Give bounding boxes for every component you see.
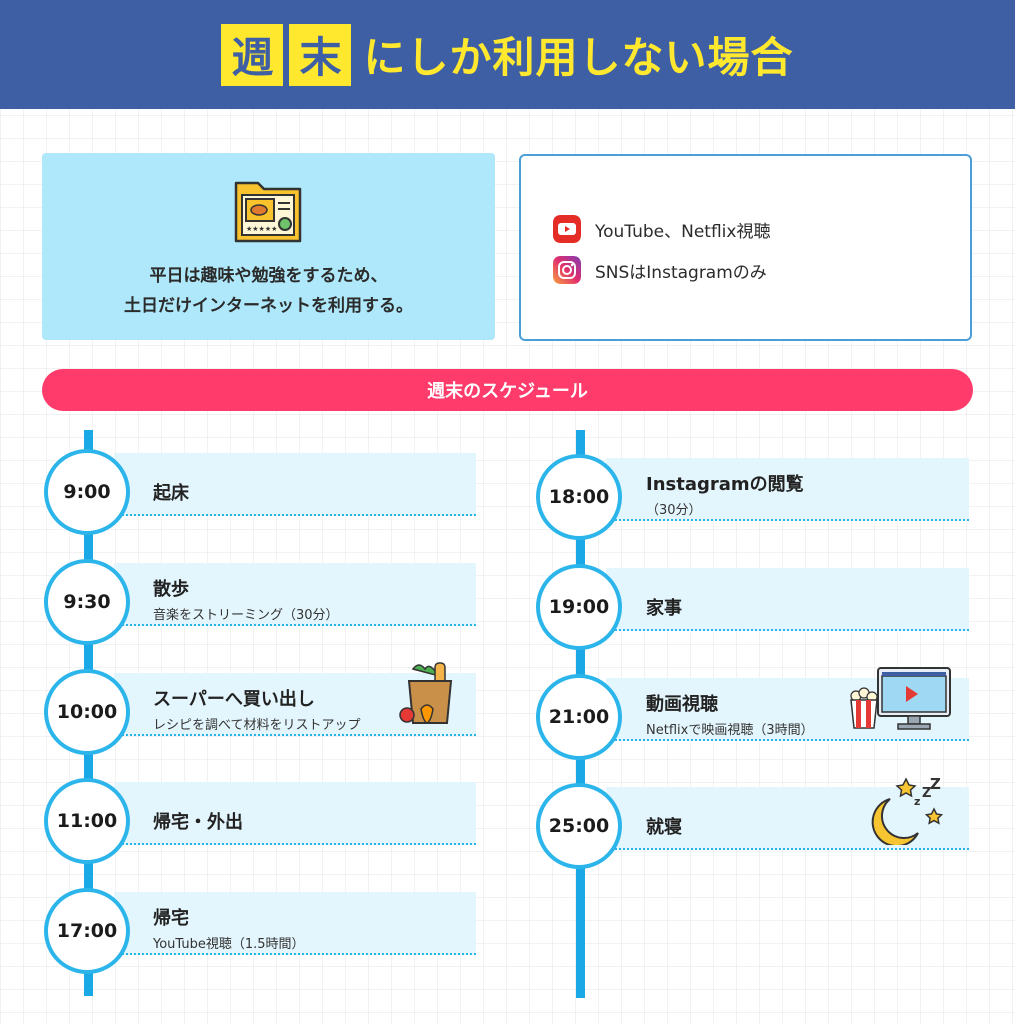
item-subtitle: Netflixで映画視聴（3時間） <box>646 723 814 738</box>
header-banner: 週 末 にしか利用しない場合 <box>0 0 1015 109</box>
item-title: スーパーへ買い出し <box>153 689 315 710</box>
item-title: 帰宅 <box>153 908 189 929</box>
time-circle: 11:00 <box>44 778 130 864</box>
schedule-item-1900: 19:00 家事 <box>536 564 972 652</box>
grocery-bag-icon <box>399 662 453 724</box>
item-title: 起床 <box>153 483 189 504</box>
time-circle: 9:00 <box>44 449 130 535</box>
schedule-item-0930: 9:30 散歩 音楽をストリーミング（30分） <box>44 559 479 647</box>
item-title: 家事 <box>646 598 682 619</box>
moon-stars-icon: z Z Z <box>871 775 944 845</box>
summary-line-1: 平日は趣味や勉強をするため、 <box>149 266 388 286</box>
summary-card: ★★★★★ 平日は趣味や勉強をするため、 土日だけインターネットを利用する。 <box>42 153 495 340</box>
item-subtitle: 音楽をストリーミング（30分） <box>153 608 339 623</box>
schedule-item-2500: 25:00 就寝 z Z Z <box>536 775 972 871</box>
item-title: 就寝 <box>646 817 682 838</box>
schedule-item-2100: 21:00 動画視聴 Netflixで映画視聴（3時間） <box>536 667 972 762</box>
item-title: 動画視聴 <box>646 694 718 715</box>
time-circle: 10:00 <box>44 669 130 755</box>
service-label-instagram: SNSはInstagramのみ <box>595 262 767 283</box>
summary-line-2: 土日だけインターネットを利用する。 <box>124 296 413 316</box>
page-title: 週 末 にしか利用しない場合 <box>221 23 794 86</box>
time-circle: 19:00 <box>536 564 622 650</box>
item-title: 散歩 <box>153 579 189 600</box>
services-card: YouTube、Netflix視聴 SNSはInstagramのみ <box>519 154 972 341</box>
time-circle: 21:00 <box>536 674 622 760</box>
time-circle: 9:30 <box>44 559 130 645</box>
svg-text:Z: Z <box>930 775 941 793</box>
schedule-item-1700: 17:00 帰宅 YouTube視聴（1.5時間） <box>44 888 479 976</box>
schedule-item-1800: 18:00 Instagramの閲覧 （30分） <box>536 454 972 542</box>
time-circle: 18:00 <box>536 454 622 540</box>
title-box-1: 週 <box>221 23 284 86</box>
svg-text:z: z <box>914 795 920 808</box>
time-circle: 25:00 <box>536 783 622 869</box>
tv-popcorn-icon <box>850 667 951 730</box>
service-row-instagram: SNSはInstagramのみ <box>553 256 767 284</box>
title-text: にしか利用しない場合 <box>363 33 794 82</box>
item-subtitle: レシピを調べて材料をリストアップ <box>153 718 361 733</box>
item-title: Instagramの閲覧 <box>646 474 804 495</box>
item-subtitle: （30分） <box>646 503 702 518</box>
instagram-icon <box>553 256 581 284</box>
service-row-youtube: YouTube、Netflix視聴 <box>553 215 770 243</box>
schedule-banner: 週末のスケジュール <box>42 369 973 411</box>
time-circle: 17:00 <box>44 888 130 974</box>
youtube-icon <box>553 215 581 243</box>
schedule-item-1100: 11:00 帰宅・外出 <box>44 778 479 866</box>
title-box-2: 末 <box>289 23 352 86</box>
service-label-youtube: YouTube、Netflix視聴 <box>595 221 771 242</box>
schedule-item-0900: 9:00 起床 <box>44 449 479 537</box>
folder-recipe-icon: ★★★★★ <box>234 181 302 243</box>
svg-text:★★★★★: ★★★★★ <box>246 225 277 233</box>
item-title: 帰宅・外出 <box>153 812 243 833</box>
item-subtitle: YouTube視聴（1.5時間） <box>153 937 305 952</box>
svg-text:Z: Z <box>922 786 931 801</box>
schedule-item-1000: 10:00 スーパーへ買い出し レシピを調べて材料をリストアップ <box>44 662 479 757</box>
